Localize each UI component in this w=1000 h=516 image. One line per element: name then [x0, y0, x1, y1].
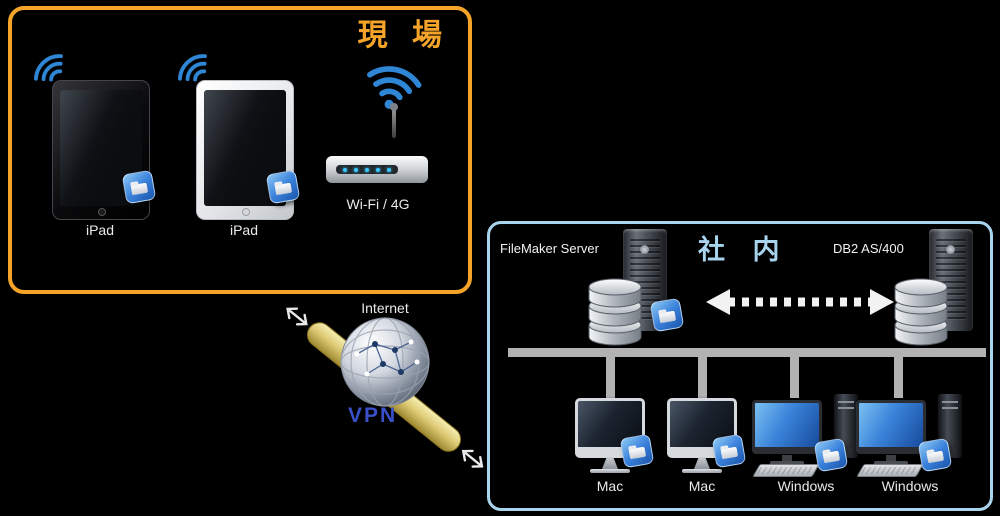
network-bus: [508, 348, 986, 357]
field-group-title: 現 場: [357, 19, 450, 52]
network-drop-line: [606, 357, 615, 398]
vpn-label: VPN: [348, 404, 398, 427]
database-icon: [894, 278, 948, 346]
ipad1-label: iPad: [85, 222, 115, 238]
ipad-white-device: [196, 80, 294, 220]
wifi-router-device: [326, 156, 428, 183]
windows-monitor: [752, 400, 822, 454]
filemaker-go-icon: [619, 433, 655, 469]
filemaker-go-icon: [121, 169, 157, 205]
ipad2-label: iPad: [229, 222, 259, 238]
filemaker-go-icon: [711, 433, 747, 469]
router-led-strip: [336, 165, 398, 174]
network-drop-line: [894, 357, 903, 398]
windows1-label: Windows: [777, 478, 835, 494]
windows-monitor: [856, 400, 926, 454]
bidirectional-arrow-icon: [286, 307, 484, 468]
filemaker-go-icon: [813, 437, 849, 473]
internet-label: Internet: [361, 300, 409, 316]
filemaker-go-icon: [265, 169, 301, 205]
windows-client-device: [856, 394, 964, 478]
windows2-label: Windows: [881, 478, 939, 494]
sync-arrow-icon: [706, 289, 894, 315]
router-antenna: [390, 103, 398, 138]
network-drop-line: [698, 357, 707, 398]
router-label: Wi-Fi / 4G: [346, 196, 410, 212]
wifi-signal-icon: [178, 54, 207, 82]
office-group-title: 社 内: [698, 235, 790, 265]
ipad-screen: [204, 90, 286, 206]
internet-globe-icon: [340, 317, 430, 407]
wifi-signal-icon: [34, 54, 63, 82]
field-group-box: 現 場: [8, 6, 472, 294]
pc-tower-icon: [834, 394, 858, 458]
keyboard-icon: [856, 464, 924, 477]
filemaker-server-label: FileMaker Server: [500, 241, 599, 256]
filemaker-go-icon: [649, 297, 685, 333]
mac1-label: Mac: [596, 478, 624, 494]
mac2-label: Mac: [688, 478, 716, 494]
db2-as400-label: DB2 AS/400: [833, 241, 904, 256]
database-icon: [588, 278, 642, 346]
network-drop-line: [790, 357, 799, 398]
imac-screen: [575, 398, 645, 458]
windows-client-device: [752, 394, 860, 478]
filemaker-go-icon: [917, 437, 953, 473]
office-group-box: 社 内: [487, 221, 993, 511]
keyboard-icon: [752, 464, 820, 477]
mac-client-device: [568, 398, 652, 473]
